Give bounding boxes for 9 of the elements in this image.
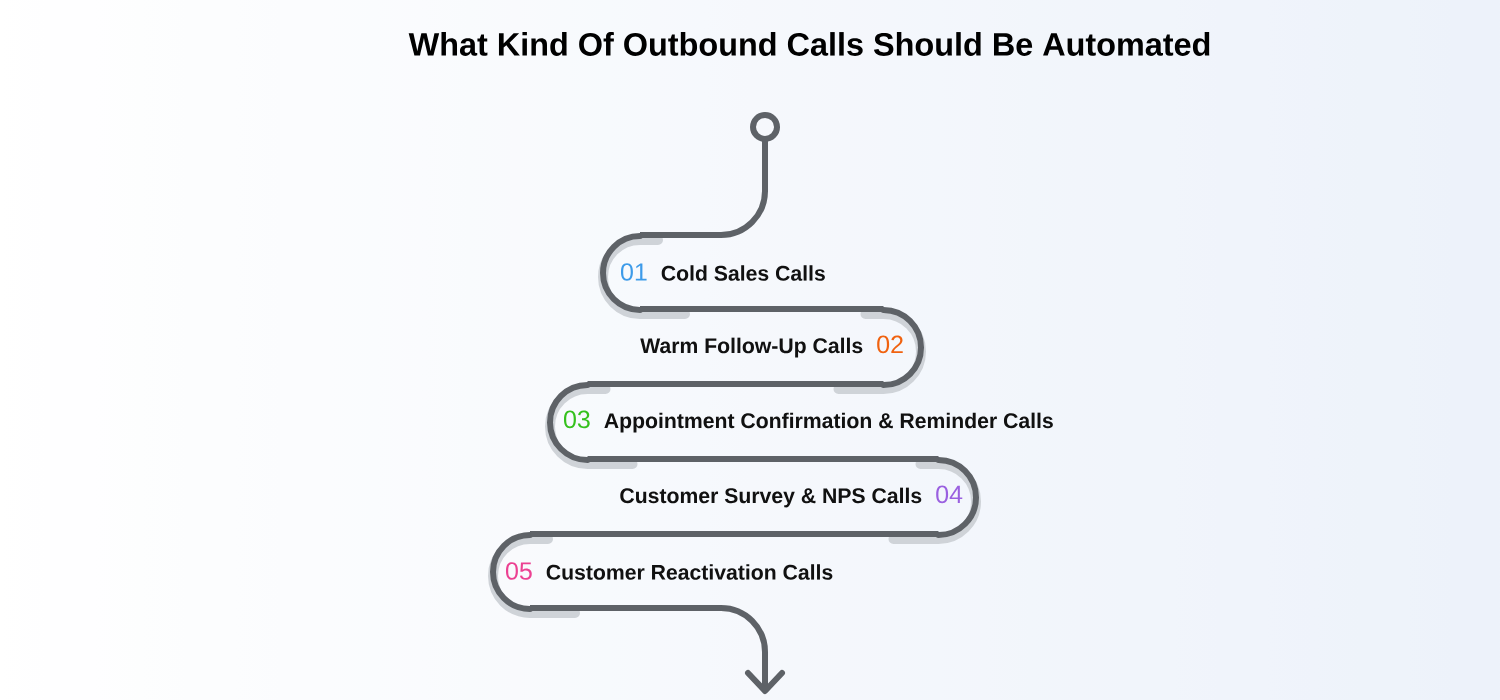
arrow [530,605,785,694]
path-line [587,456,939,462]
path-line [640,139,768,238]
path-line [640,306,884,312]
title: What Kind Of Outbound Calls Should Be Automated [408,32,1210,56]
start-circle [750,112,780,142]
step-label: Warm Follow-Up Calls 02 [640,307,924,388]
path-line [530,531,939,537]
path-line [587,381,884,387]
